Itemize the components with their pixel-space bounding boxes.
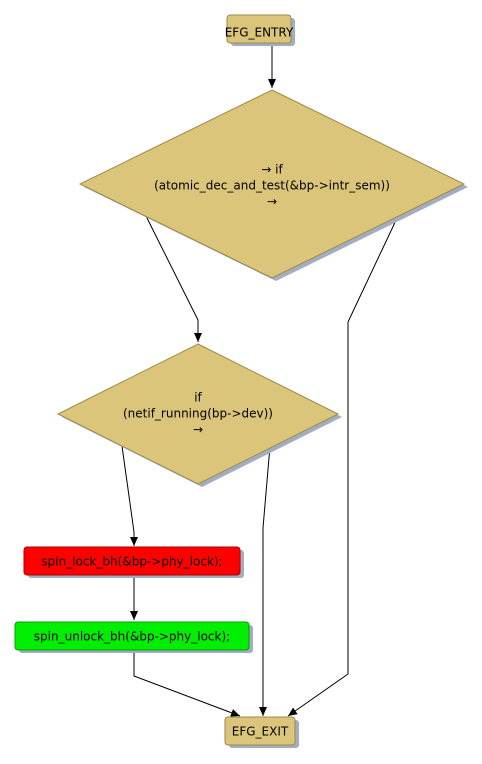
- edge-if1-to-exit: [287, 215, 399, 717]
- if1-line-2: (atomic_dec_and_test(&bp->intr_sem)): [154, 179, 390, 193]
- edges: [121, 46, 399, 717]
- entry-node: EFG_ENTRY: [225, 14, 295, 46]
- edge-if2-to-lock: [121, 445, 138, 546]
- if1-line-3: →: [267, 195, 277, 209]
- if2-line-1: if: [194, 391, 202, 405]
- decision-node-netif-running: if (netif_running(bp->dev)) →: [56, 343, 342, 487]
- exit-label: EFG_EXIT: [232, 725, 289, 739]
- edge-unlock-to-exit: [133, 652, 241, 717]
- lock-label: spin_lock_bh(&bp->phy_lock);: [41, 555, 222, 569]
- edge-if2-to-exit: [259, 445, 271, 716]
- unlock-label: spin_unlock_bh(&bp->phy_lock);: [34, 630, 230, 644]
- if2-line-2: (netif_running(bp->dev)): [123, 407, 273, 421]
- lock-node: spin_lock_bh(&bp->phy_lock);: [23, 546, 244, 578]
- exit-node: EFG_EXIT: [224, 716, 299, 748]
- if1-line-1: → if: [261, 163, 283, 177]
- entry-label: EFG_ENTRY: [225, 26, 294, 40]
- unlock-node: spin_unlock_bh(&bp->phy_lock);: [14, 621, 253, 653]
- if2-line-3: →: [193, 423, 203, 437]
- edge-if1-to-if2: [145, 215, 202, 342]
- decision-node-intr-sem: → if (atomic_dec_and_test(&bp->intr_sem)…: [78, 89, 468, 281]
